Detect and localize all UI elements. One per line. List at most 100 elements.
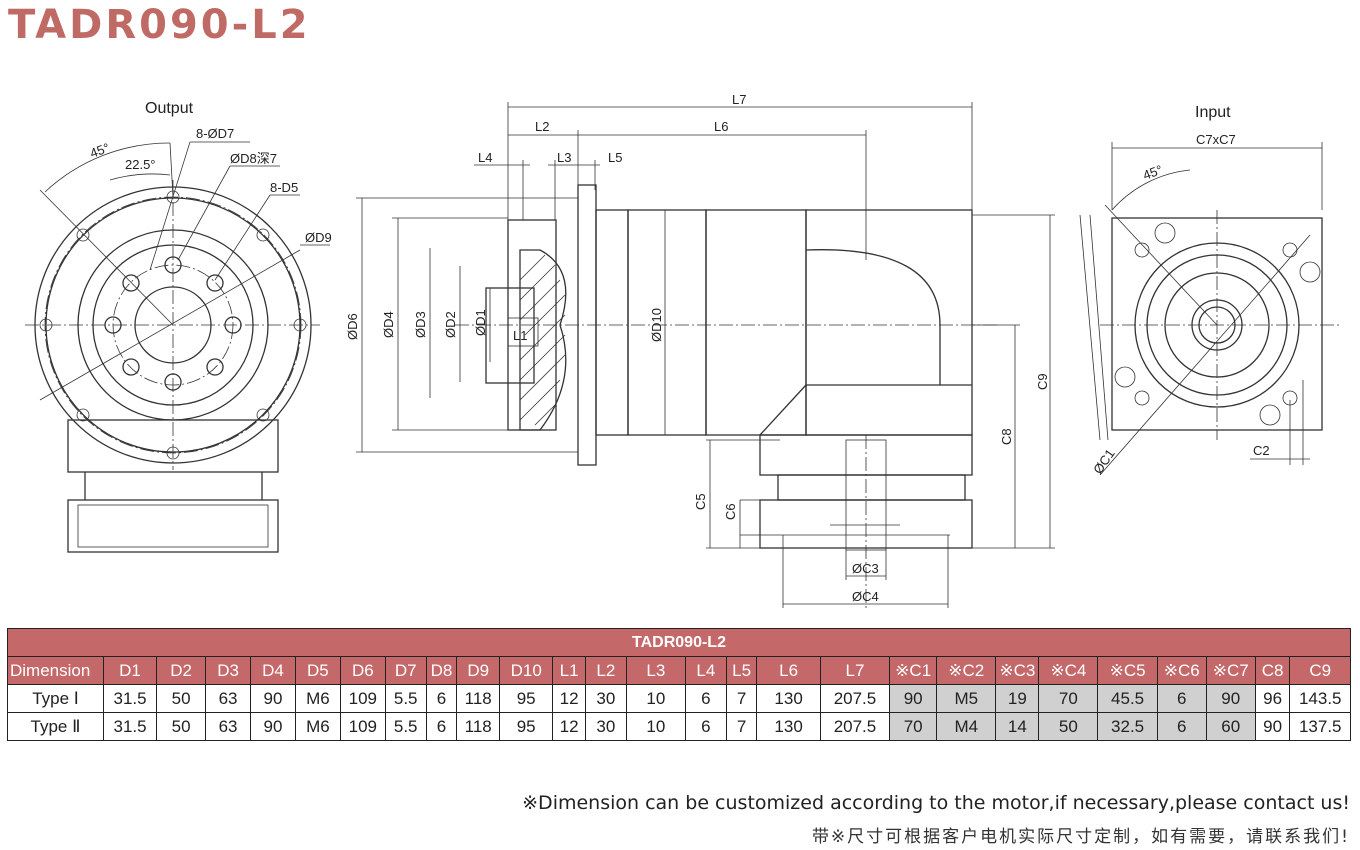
side-dim-label: ØD10 — [649, 308, 664, 342]
table-header-cell: L5 — [725, 656, 758, 685]
table-header-cell: ※C6 — [1156, 656, 1207, 685]
side-dim-label: L3 — [557, 150, 571, 165]
table-cell: 12 — [552, 712, 586, 741]
table-header-cell: ※C1 — [889, 656, 938, 685]
table-header-cell: D2 — [156, 656, 207, 685]
side-dim-label: L4 — [478, 150, 492, 165]
side-dim-label: ØD3 — [413, 311, 428, 338]
side-dim-label: ØC4 — [852, 589, 879, 604]
output-view: Output — [25, 100, 332, 553]
table-cell: 90 — [250, 684, 296, 713]
side-dim-label: ØC3 — [852, 561, 879, 576]
table-header-cell: D1 — [102, 656, 158, 685]
table-cell: 118 — [456, 712, 501, 741]
table-cell: 10 — [625, 712, 686, 741]
table-cell: M4 — [936, 712, 997, 741]
output-dim-label: 8-D5 — [270, 180, 298, 195]
side-dim-label: C6 — [723, 503, 738, 520]
table-caption: TADR090-L2 — [7, 628, 1351, 657]
table-cell: 50 — [156, 712, 207, 741]
table-cell: 130 — [756, 684, 821, 713]
table-cell: 12 — [552, 684, 586, 713]
table-cell: 5.5 — [384, 684, 427, 713]
table-header-cell: D4 — [250, 656, 296, 685]
table-cell: Type Ⅱ — [7, 712, 104, 741]
output-dim-label: 45° — [88, 140, 112, 161]
table-cell: Type Ⅰ — [7, 684, 104, 713]
page-title: TADR090-L2 — [8, 2, 311, 48]
side-view: L7 L2 L6 L4 L3 L5 L1 — [345, 92, 1055, 610]
input-label: Input — [1195, 104, 1231, 121]
table-cell: 6 — [425, 684, 458, 713]
table-header-cell: D10 — [499, 656, 554, 685]
table-cell: 31.5 — [102, 712, 158, 741]
output-label: Output — [145, 100, 194, 117]
table-cell: 90 — [250, 712, 296, 741]
table-cell: 118 — [456, 684, 501, 713]
side-dim-label: ØD1 — [473, 309, 488, 336]
output-dim-label: 8-ØD7 — [196, 126, 234, 141]
table-header-cell: ※C4 — [1038, 656, 1099, 685]
table-cell: 6 — [1156, 684, 1207, 713]
table-header-cell: C8 — [1254, 656, 1291, 685]
technical-drawing: Output — [25, 92, 1340, 610]
table-header-cell: D6 — [339, 656, 386, 685]
table-cell: 6 — [1156, 712, 1207, 741]
table-cell: M5 — [936, 684, 997, 713]
table-header-cell: D5 — [294, 656, 341, 685]
side-dim-label: C8 — [999, 428, 1014, 445]
table-cell: 10 — [625, 684, 686, 713]
output-dim-label: ØD9 — [305, 230, 332, 245]
table-cell: 109 — [339, 684, 386, 713]
table-cell: 96 — [1254, 684, 1291, 713]
table-cell: 90 — [1254, 712, 1291, 741]
table-cell: 130 — [756, 712, 821, 741]
table-header-cell: L7 — [819, 656, 891, 685]
table-cell: 7 — [725, 712, 758, 741]
note-chinese: 带※尺寸可根据客户电机实际尺寸定制，如有需要，请联系我们! — [811, 827, 1350, 847]
input-dim-label: ØC1 — [1090, 446, 1118, 477]
table-cell: 30 — [584, 684, 627, 713]
input-dim-label: C7xC7 — [1196, 132, 1236, 147]
table-header-cell: L3 — [625, 656, 686, 685]
side-dim-label: ØD2 — [443, 311, 458, 338]
table-cell: 14 — [995, 712, 1040, 741]
side-dim-label: L2 — [535, 119, 549, 134]
table-cell: 95 — [499, 684, 554, 713]
table-header-cell: ※C3 — [995, 656, 1040, 685]
table-header-cell: L1 — [552, 656, 586, 685]
side-dim-label: ØD4 — [381, 311, 396, 338]
table-header-cell: D9 — [456, 656, 501, 685]
side-dim-label: C9 — [1035, 373, 1050, 390]
side-dim-label: L7 — [732, 92, 746, 107]
table-cell: 6 — [425, 712, 458, 741]
table-cell: 207.5 — [819, 712, 891, 741]
table-cell: 19 — [995, 684, 1040, 713]
side-dim-label: C5 — [693, 493, 708, 510]
table-cell: 45.5 — [1097, 684, 1158, 713]
table-cell: 30 — [584, 712, 627, 741]
side-dim-label: ØD6 — [345, 313, 360, 340]
input-dim-label: C2 — [1253, 443, 1270, 458]
table-cell: 95 — [499, 712, 554, 741]
table-header-cell: D8 — [425, 656, 458, 685]
table-header-cell: Dimension — [7, 656, 104, 685]
table-cell: 70 — [889, 712, 938, 741]
table-header-cell: ※C7 — [1205, 656, 1256, 685]
table-header-cell: D3 — [205, 656, 252, 685]
input-view: Input C7xC7 45° ØC1 C2 — [1079, 104, 1340, 477]
table-cell: 63 — [205, 684, 252, 713]
table-cell: 7 — [725, 684, 758, 713]
table-cell: 31.5 — [102, 684, 158, 713]
table-cell: 50 — [156, 684, 207, 713]
table-cell: 6 — [684, 684, 727, 713]
table-cell: 70 — [1038, 684, 1099, 713]
table-cell: M6 — [294, 684, 341, 713]
table-header-cell: L2 — [584, 656, 627, 685]
table-cell: 109 — [339, 712, 386, 741]
table-cell: 90 — [889, 684, 938, 713]
